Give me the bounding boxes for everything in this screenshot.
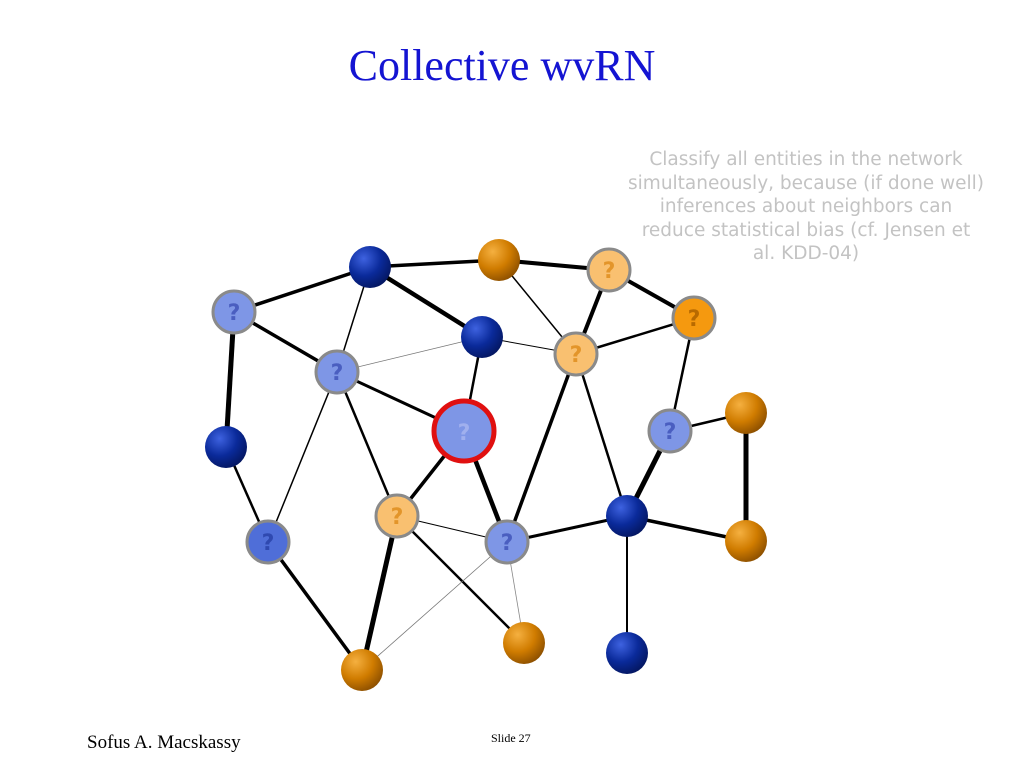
unknown-mark: ? xyxy=(331,361,344,386)
known-orange-node xyxy=(725,392,767,434)
edge xyxy=(505,353,578,543)
known-blue-node xyxy=(349,246,391,288)
known-blue-node xyxy=(205,426,247,468)
unknown-nodes: ? ? ? ? ? ? ? ? xyxy=(211,247,717,565)
edge xyxy=(359,515,400,671)
unknown-mark: ? xyxy=(570,343,583,368)
unknown-node: ? xyxy=(586,247,632,293)
unknown-node: ? xyxy=(374,493,420,539)
edge xyxy=(233,265,371,314)
unknown-node: ? xyxy=(671,295,717,341)
unknown-node: ? xyxy=(484,519,530,565)
known-nodes xyxy=(205,239,767,691)
known-blue-node xyxy=(606,495,648,537)
edge xyxy=(368,265,484,339)
unknown-mark: ? xyxy=(228,301,241,326)
edge xyxy=(336,336,483,373)
unknown-node: ? xyxy=(314,349,360,395)
known-blue-node xyxy=(461,316,503,358)
unknown-mark: ? xyxy=(664,420,677,445)
unknown-node: ? xyxy=(245,519,291,565)
known-blue-node xyxy=(606,632,648,674)
slide-title: Collective wvRN xyxy=(348,41,656,90)
slide-number: Slide 27 xyxy=(491,731,531,745)
edge xyxy=(396,515,525,644)
unknown-mark: ? xyxy=(391,505,404,530)
edge xyxy=(267,371,338,543)
unknown-node: ? xyxy=(211,289,257,335)
known-orange-node xyxy=(503,622,545,664)
unknown-node: ? xyxy=(553,331,599,377)
edge xyxy=(223,311,237,448)
edge xyxy=(369,258,500,269)
unknown-mark: ? xyxy=(458,421,471,446)
edge xyxy=(266,540,364,672)
unknown-mark: ? xyxy=(688,307,701,332)
focus-node: ? xyxy=(431,398,497,464)
slide-note: Classify all entities in the network sim… xyxy=(628,149,984,264)
edge xyxy=(574,353,629,517)
unknown-node: ? xyxy=(647,408,693,454)
unknown-mark: ? xyxy=(603,259,616,284)
known-orange-node xyxy=(478,239,520,281)
author-name: Sofus A. Macskassy xyxy=(87,732,241,753)
known-orange-node xyxy=(341,649,383,691)
edge xyxy=(335,371,399,517)
unknown-mark: ? xyxy=(262,531,275,556)
known-orange-node xyxy=(725,520,767,562)
edge xyxy=(361,541,508,671)
unknown-mark: ? xyxy=(501,531,514,556)
